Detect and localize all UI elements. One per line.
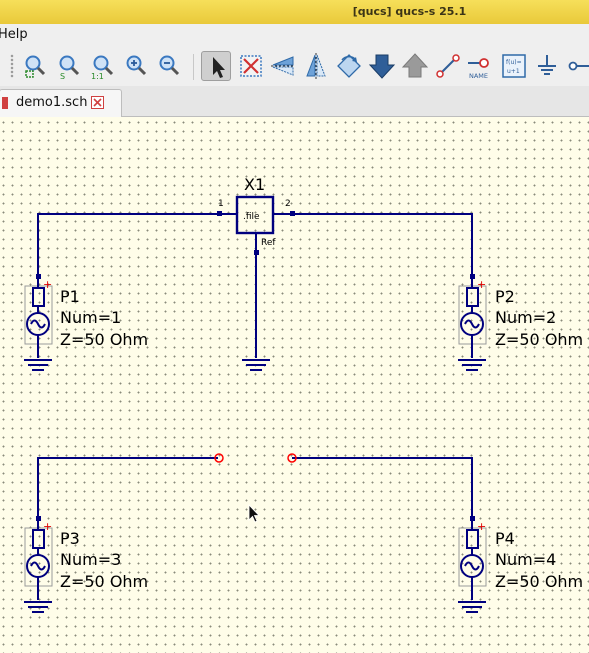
port-p1-z: Z=50 Ohm — [60, 330, 148, 349]
wire-button[interactable] — [433, 51, 463, 81]
zoom-out-button[interactable] — [154, 51, 184, 81]
mirror-x-icon — [271, 56, 295, 76]
port-p3-name: P3 — [60, 529, 80, 548]
port-p1-num: Num=1 — [60, 308, 121, 327]
mouse-cursor-icon — [248, 504, 260, 523]
port-p3: + — [24, 518, 53, 613]
document-tab-bar: demo1.sch — [0, 86, 589, 117]
zoom-selection-icon: S — [59, 55, 80, 81]
svg-text:u+1: u+1 — [507, 68, 520, 75]
arrow-down-icon — [368, 54, 396, 79]
delete-icon — [240, 55, 262, 77]
plus-sign: + — [477, 520, 486, 533]
plus-sign: + — [477, 278, 486, 291]
select-button[interactable] — [201, 51, 231, 81]
mirror-y-button[interactable] — [301, 51, 331, 81]
schematic-canvas[interactable] — [0, 117, 589, 653]
go-down-hierarchy-button[interactable] — [367, 51, 397, 81]
pin-dot — [290, 211, 295, 216]
wire-p4 — [292, 457, 473, 518]
mirror-y-icon — [306, 53, 326, 79]
arrow-up-icon — [401, 53, 429, 78]
wire-label-button[interactable]: NAME — [466, 51, 496, 81]
zoom-selection-button[interactable]: S — [54, 51, 84, 81]
svg-text:S: S — [60, 72, 65, 81]
port-p1: + — [24, 276, 53, 371]
open-node — [287, 453, 297, 463]
port-p2-z: Z=50 Ohm — [495, 330, 583, 349]
pin-dot — [217, 211, 222, 216]
port-p3-num: Num=3 — [60, 550, 121, 569]
close-icon[interactable] — [91, 96, 104, 109]
toolbar: S 1:1 NAME f(u)= u+1 — [0, 46, 589, 87]
pointer-icon — [213, 57, 225, 78]
zoom-out-icon — [159, 55, 180, 76]
menu-help[interactable]: Help — [0, 27, 28, 42]
toolbar-separator — [193, 54, 194, 80]
zoom-1-1-button[interactable]: 1:1 — [88, 51, 118, 81]
zoom-fit-icon — [25, 55, 46, 78]
rotate-button[interactable] — [334, 51, 364, 81]
svg-text:f(u)=: f(u)= — [506, 59, 522, 66]
port-p2-name: P2 — [495, 287, 515, 306]
subcircuit-pin2-label: 2 — [285, 199, 291, 209]
port-p2: + — [458, 276, 487, 371]
subcircuit-name: X1 — [244, 175, 265, 194]
zoom-fit-button[interactable] — [20, 51, 50, 81]
zoom-in-button[interactable] — [121, 51, 151, 81]
equation-button[interactable]: f(u)= u+1 — [499, 51, 529, 81]
zoom-in-icon — [126, 55, 147, 76]
plus-sign: + — [43, 278, 52, 291]
port-icon — [568, 61, 589, 71]
tab-demo1[interactable]: demo1.sch — [0, 89, 122, 117]
wire-icon — [436, 54, 460, 78]
ground-button[interactable] — [532, 51, 562, 81]
port-p1-name: P1 — [60, 287, 80, 306]
toolbar-grip[interactable] — [10, 54, 14, 78]
ground-symbol-x1 — [242, 359, 270, 371]
open-node — [214, 453, 224, 463]
wire-x1-p2 — [292, 213, 473, 276]
svg-text:NAME: NAME — [469, 72, 488, 80]
subcircuit-pin1-label: 1 — [218, 199, 224, 209]
zoom-1-1-icon: 1:1 — [91, 55, 114, 81]
window-title: [qucs] qucs-s 25.1 — [352, 5, 467, 18]
port-p4-z: Z=50 Ohm — [495, 572, 583, 591]
port-p3-z: Z=50 Ohm — [60, 572, 148, 591]
port-button[interactable] — [565, 51, 589, 81]
subcircuit-body-label: .file — [243, 212, 260, 222]
mirror-x-button[interactable] — [268, 51, 298, 81]
ground-icon — [538, 55, 556, 75]
wire-p3 — [37, 457, 218, 518]
tab-label: demo1.sch — [16, 95, 88, 110]
delete-button[interactable] — [236, 51, 266, 81]
plus-sign: + — [43, 520, 52, 533]
port-p2-num: Num=2 — [495, 308, 556, 327]
rotate-icon — [337, 54, 361, 78]
port-p4-name: P4 — [495, 529, 515, 548]
menu-bar: Help — [0, 24, 589, 46]
wire-p1-x1 — [37, 213, 220, 276]
port-p4-num: Num=4 — [495, 550, 556, 569]
svg-text:1:1: 1:1 — [91, 72, 104, 81]
pin-dot — [254, 250, 259, 255]
wire-label-icon: NAME — [468, 58, 489, 80]
go-up-hierarchy-button[interactable] — [400, 51, 430, 81]
port-p4: + — [458, 518, 487, 613]
subcircuit-ref-label: Ref — [261, 238, 276, 248]
equation-icon: f(u)= u+1 — [502, 54, 526, 78]
document-icon — [2, 97, 8, 109]
